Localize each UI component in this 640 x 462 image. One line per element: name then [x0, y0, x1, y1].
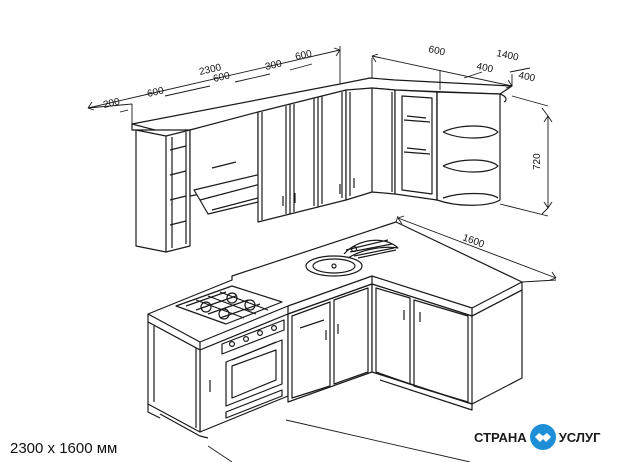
dim-1400: 1400: [495, 48, 519, 63]
dim-300: 300: [264, 58, 283, 73]
brand-text-right: УСЛУГ: [558, 429, 601, 445]
upper-round-shelf-unit: [436, 91, 507, 206]
dimension-lines: [87, 46, 557, 283]
dim-720: 720: [532, 153, 543, 170]
upper-door-cabinets: [257, 89, 347, 223]
size-caption: 2300 x 1600 мм: [10, 440, 118, 457]
dim-400-a: 400: [475, 61, 494, 75]
dim-600-c: 600: [294, 48, 313, 63]
lower-left-cabinet: [147, 321, 211, 439]
upper-open-shelf-left: [135, 129, 191, 253]
dim-2300: 2300: [198, 62, 223, 78]
upper-glass-cabinet: [394, 89, 438, 201]
dimension-labels: 2300 200 600 600 300 600 600 1400 400 40…: [102, 44, 543, 250]
upper-corner-cabinet: [345, 87, 396, 201]
dim-right-600: 600: [427, 44, 446, 58]
dim-400-b: 400: [517, 70, 536, 84]
gas-hob: [175, 285, 283, 325]
lower-right-cabinets: [371, 283, 523, 411]
brand-watermark: СТРАНА УСЛУГ: [474, 424, 600, 450]
lower-cabinets: [147, 221, 523, 439]
floor-guides: [207, 419, 471, 462]
brand-text-left: СТРАНА: [474, 429, 527, 445]
upper-cabinets: [131, 77, 513, 253]
dim-200: 200: [102, 96, 121, 111]
dim-600-a: 600: [146, 85, 165, 100]
dim-1600: 1600: [461, 232, 486, 250]
sink: [305, 239, 399, 277]
dim-600-b: 600: [212, 70, 231, 85]
handshake-icon: [529, 424, 556, 450]
